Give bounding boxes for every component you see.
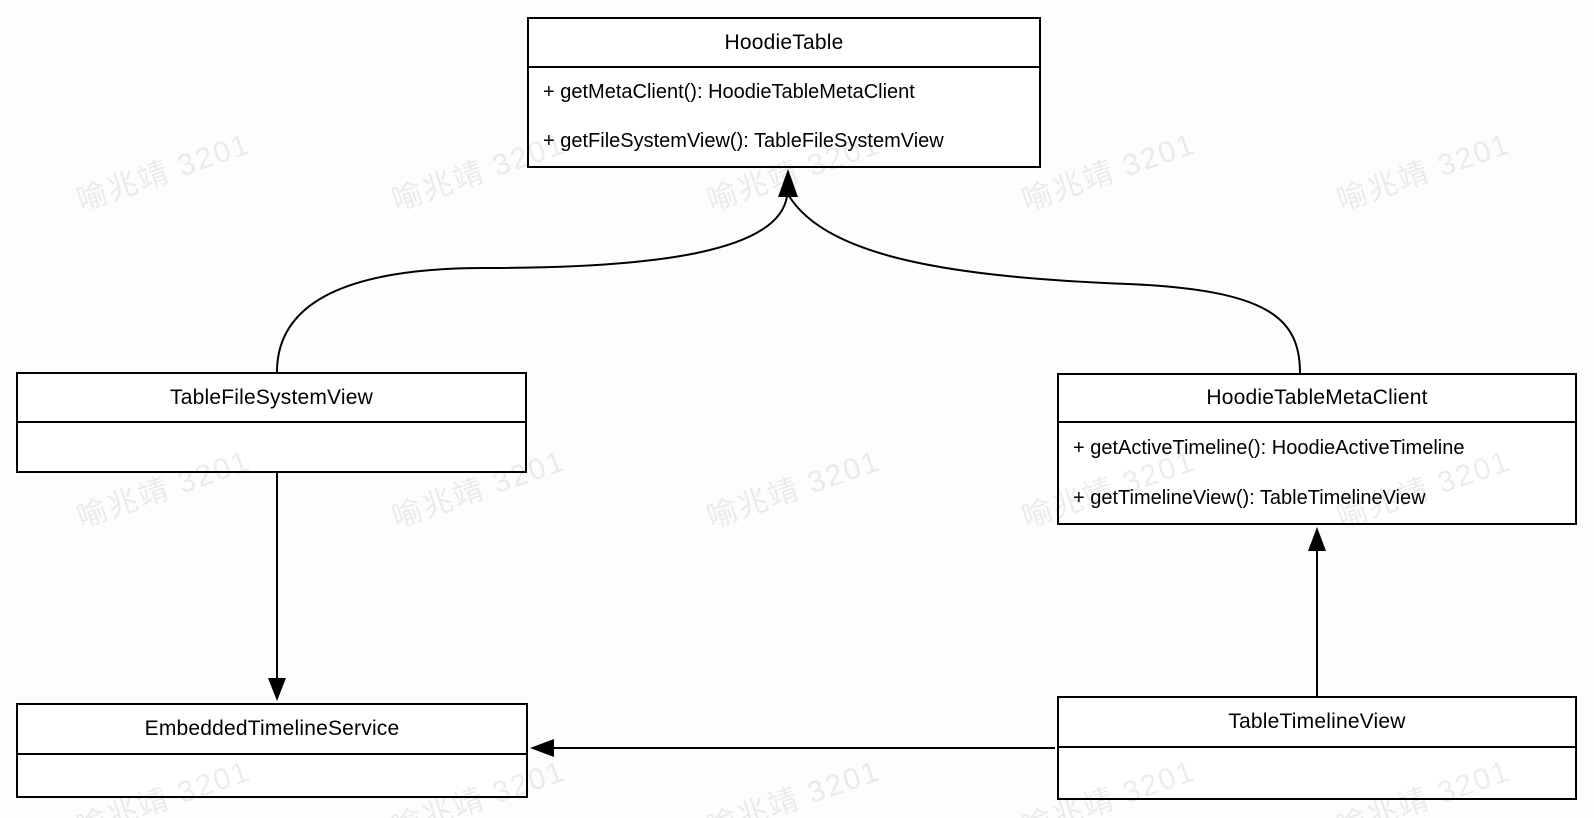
method-getmetaclient: + getMetaClient(): HoodieTableMetaClient: [543, 81, 915, 103]
class-title-tablefilesystemview: TableFileSystemView: [18, 374, 525, 423]
class-methods-hoodietable: + getMetaClient(): HoodieTableMetaClient…: [529, 68, 1039, 166]
arrowhead-up-hoodietablemetaclient: [1308, 527, 1326, 551]
class-title-embeddedtimelineservice: EmbeddedTimelineService: [18, 705, 526, 755]
class-box-tabletimelineview: TableTimelineView: [1057, 696, 1577, 800]
class-methods-tablefilesystemview: [18, 423, 525, 471]
class-methods-embeddedtimelineservice: [18, 755, 526, 796]
method-gettimelineview: + getTimelineView(): TableTimelineView: [1073, 486, 1426, 509]
class-box-embeddedtimelineservice: EmbeddedTimelineService: [16, 703, 528, 798]
class-methods-tabletimelineview: [1059, 748, 1575, 798]
class-title-hoodietablemetaclient: HoodieTableMetaClient: [1059, 375, 1575, 423]
arrowhead-left-embeddedtimelineservice: [530, 739, 554, 757]
edge-hoodietablemetaclient-to-hoodietable: [788, 195, 1301, 374]
method-getactivetimeline: + getActiveTimeline(): HoodieActiveTimel…: [1073, 436, 1465, 459]
arrowhead-up-hoodietable: [778, 169, 798, 197]
class-title-hoodietable: HoodieTable: [529, 19, 1039, 68]
class-box-hoodietablemetaclient: HoodieTableMetaClient + getActiveTimelin…: [1057, 373, 1577, 525]
class-methods-hoodietablemetaclient: + getActiveTimeline(): HoodieActiveTimel…: [1059, 423, 1575, 523]
class-box-hoodietable: HoodieTable + getMetaClient(): HoodieTab…: [527, 17, 1041, 168]
arrowhead-down-embeddedtimelineservice: [268, 678, 286, 701]
class-title-tabletimelineview: TableTimelineView: [1059, 698, 1575, 748]
method-getfilesystemview: + getFileSystemView(): TableFileSystemVi…: [543, 130, 944, 152]
edge-tablefilesystemview-to-hoodietable: [276, 195, 788, 373]
class-box-tablefilesystemview: TableFileSystemView: [16, 372, 527, 473]
